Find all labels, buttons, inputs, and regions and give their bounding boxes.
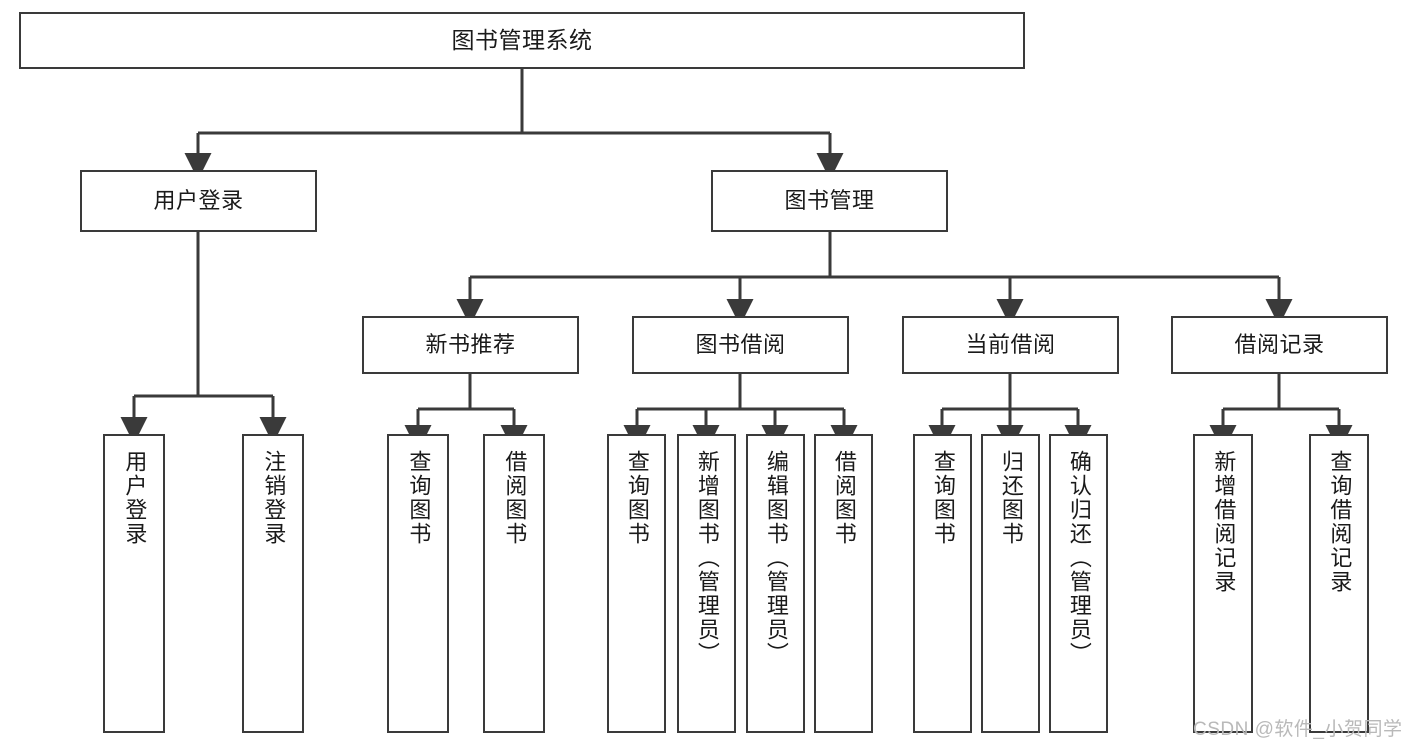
node-book-manage[interactable]: 图书管理 xyxy=(711,170,948,232)
leaf-label: 用户登录 xyxy=(122,450,148,546)
leaf-add-borrow-record[interactable]: 新增借阅记录 xyxy=(1193,434,1253,733)
leaf-label: 查询图书 xyxy=(930,450,956,546)
leaf-borrow-book[interactable]: 借阅图书 xyxy=(814,434,873,733)
leaf-label: 新增借阅记录 xyxy=(1211,450,1237,594)
leaf-add-book-admin[interactable]: 新增图书（管理员） xyxy=(677,434,736,733)
node-current-borrow[interactable]: 当前借阅 xyxy=(902,316,1119,374)
leaf-query-book-borrow[interactable]: 查询图书 xyxy=(607,434,666,733)
leaf-label: 确认归还（管理员） xyxy=(1066,450,1092,666)
leaf-label: 注销登录 xyxy=(261,450,287,546)
leaf-query-book-current[interactable]: 查询图书 xyxy=(913,434,972,733)
leaf-label: 查询图书 xyxy=(624,450,650,546)
leaf-edit-book-admin[interactable]: 编辑图书（管理员） xyxy=(746,434,805,733)
leaf-logout[interactable]: 注销登录 xyxy=(242,434,304,733)
leaf-borrow-book-recommend[interactable]: 借阅图书 xyxy=(483,434,545,733)
leaf-label: 借阅图书 xyxy=(831,450,857,546)
node-book-borrow[interactable]: 图书借阅 xyxy=(632,316,849,374)
leaf-return-book[interactable]: 归还图书 xyxy=(981,434,1040,733)
leaf-label: 编辑图书（管理员） xyxy=(763,450,789,666)
leaf-user-login[interactable]: 用户登录 xyxy=(103,434,165,733)
node-borrow-record[interactable]: 借阅记录 xyxy=(1171,316,1388,374)
leaf-query-book-recommend[interactable]: 查询图书 xyxy=(387,434,449,733)
leaf-label: 归还图书 xyxy=(998,450,1024,546)
leaf-confirm-return-admin[interactable]: 确认归还（管理员） xyxy=(1049,434,1108,733)
node-new-book-recommend[interactable]: 新书推荐 xyxy=(362,316,579,374)
leaf-label: 查询图书 xyxy=(406,450,432,546)
node-user-login[interactable]: 用户登录 xyxy=(80,170,317,232)
leaf-label: 借阅图书 xyxy=(502,450,528,546)
leaf-query-borrow-record[interactable]: 查询借阅记录 xyxy=(1309,434,1369,733)
leaf-label: 查询借阅记录 xyxy=(1327,450,1353,594)
node-root[interactable]: 图书管理系统 xyxy=(19,12,1025,69)
leaf-label: 新增图书（管理员） xyxy=(694,450,720,666)
csdn-watermark: CSDN @软件_小贺同学 xyxy=(1193,719,1403,740)
